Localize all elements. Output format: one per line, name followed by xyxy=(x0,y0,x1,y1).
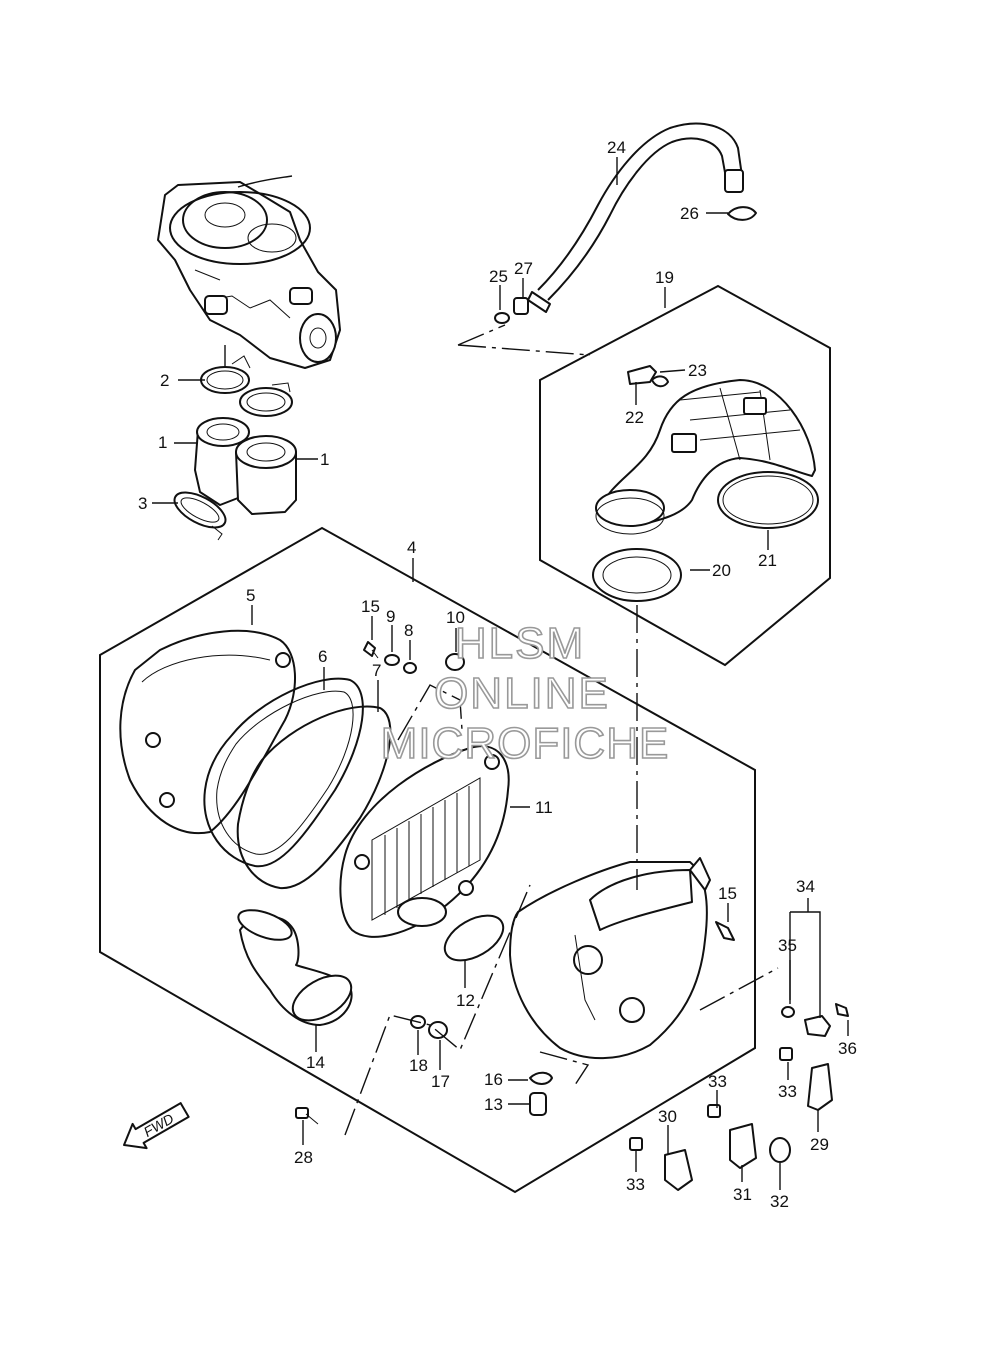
callout-24: 24 xyxy=(607,138,626,157)
callout-4: 4 xyxy=(407,538,416,557)
callout-22: 22 xyxy=(625,408,644,427)
callout-18: 18 xyxy=(409,1056,428,1075)
watermark-line3: MICROFICHE xyxy=(381,719,670,768)
collar-17 xyxy=(428,1021,448,1039)
hose-joint xyxy=(513,297,529,315)
fwd-arrow: FWD xyxy=(123,1102,190,1150)
leader-lines xyxy=(152,157,849,1190)
callout-12: 12 xyxy=(456,991,475,1010)
callout-19: 19 xyxy=(655,268,674,287)
callout-16: 16 xyxy=(484,1070,503,1089)
callout-33c: 33 xyxy=(626,1175,645,1194)
callouts: 1 1 2 3 4 5 6 7 8 9 10 11 12 13 14 15 15… xyxy=(138,138,857,1211)
breather-hose xyxy=(527,122,744,313)
callout-11: 11 xyxy=(535,798,553,817)
callout-36: 36 xyxy=(838,1039,857,1058)
callout-13: 13 xyxy=(484,1095,503,1114)
callout-9: 9 xyxy=(386,607,395,626)
sensor-34 xyxy=(804,1015,831,1037)
throttle-body xyxy=(157,175,341,369)
callout-33b: 33 xyxy=(708,1072,727,1091)
duct-band-inner xyxy=(722,475,814,525)
callout-8: 8 xyxy=(404,621,413,640)
callout-15b: 15 xyxy=(718,884,737,903)
callout-17: 17 xyxy=(431,1072,450,1091)
cushion-32 xyxy=(769,1137,791,1163)
bracket-30 xyxy=(664,1149,693,1191)
callout-21: 21 xyxy=(758,551,777,570)
hose-clip xyxy=(727,206,757,221)
bracket-29 xyxy=(807,1063,833,1111)
bolt-33-c xyxy=(629,1137,643,1151)
callout-33a: 33 xyxy=(778,1082,797,1101)
watermark-line1: HLSM xyxy=(455,619,585,668)
washer-35 xyxy=(781,1006,795,1018)
callout-5: 5 xyxy=(246,586,255,605)
callout-7: 7 xyxy=(372,661,381,680)
callout-28: 28 xyxy=(294,1148,313,1167)
callout-10: 10 xyxy=(446,608,465,627)
callout-2: 2 xyxy=(160,371,169,390)
bolt-33-b xyxy=(707,1104,721,1118)
air-cleaner-case xyxy=(509,857,711,1060)
callout-31: 31 xyxy=(733,1185,752,1204)
gasket-6-inner xyxy=(216,690,354,855)
callout-26: 26 xyxy=(680,204,699,223)
screw-15-top xyxy=(363,641,379,659)
connector-sensor xyxy=(699,967,779,1011)
intake-duct xyxy=(595,379,816,535)
air-filter-element xyxy=(339,745,510,938)
intake-seal-rings xyxy=(200,355,293,417)
callout-32: 32 xyxy=(770,1192,789,1211)
callout-35: 35 xyxy=(778,936,797,955)
callout-6: 6 xyxy=(318,647,327,666)
callout-25: 25 xyxy=(489,267,508,286)
watermark: HLSM ONLINE MICROFICHE xyxy=(380,618,670,769)
connector-collars xyxy=(344,884,531,1136)
intake-pipes xyxy=(194,417,297,515)
bracket-31 xyxy=(729,1123,757,1169)
clip-16 xyxy=(529,1071,553,1085)
air-cleaner-cover xyxy=(119,629,296,835)
collar-10 xyxy=(445,653,465,671)
bolt-33-a xyxy=(779,1047,793,1061)
screw-36 xyxy=(835,1003,849,1017)
duct-14 xyxy=(237,909,353,1026)
fwd-arrow-icon xyxy=(123,1102,190,1150)
hose-clamp xyxy=(173,491,227,541)
callout-30: 30 xyxy=(658,1107,677,1126)
callout-1b: 1 xyxy=(320,450,329,469)
seal-12 xyxy=(443,914,505,962)
callout-14: 14 xyxy=(306,1053,325,1072)
intake-group-outline xyxy=(539,284,831,667)
callout-1a: 1 xyxy=(158,433,167,452)
callout-3: 3 xyxy=(138,494,147,513)
cap-13 xyxy=(529,1092,547,1116)
gasket-7 xyxy=(236,705,392,890)
grommet-9 xyxy=(384,654,400,666)
watermark-line2: ONLINE xyxy=(434,669,610,718)
duct-seal-inner xyxy=(602,556,672,594)
connector-hose-to-intake xyxy=(457,324,591,356)
callout-29: 29 xyxy=(810,1135,829,1154)
clip-23 xyxy=(651,375,669,388)
callout-20: 20 xyxy=(712,561,731,580)
connector-clip xyxy=(539,1051,590,1086)
connector-filter xyxy=(397,684,463,741)
duct-seal xyxy=(592,548,682,602)
callout-34: 34 xyxy=(796,877,815,896)
screw-15-right xyxy=(715,921,735,941)
callout-27: 27 xyxy=(514,259,533,278)
fitting xyxy=(627,365,657,385)
washer-8 xyxy=(403,662,417,674)
callout-15a: 15 xyxy=(361,597,380,616)
callout-23: 23 xyxy=(688,361,707,380)
hose-clip-small xyxy=(494,312,510,324)
bolt-28 xyxy=(295,1107,319,1125)
gasket-6 xyxy=(203,677,364,868)
air-cleaner-group-outline xyxy=(99,526,756,1194)
duct-band xyxy=(717,471,819,529)
